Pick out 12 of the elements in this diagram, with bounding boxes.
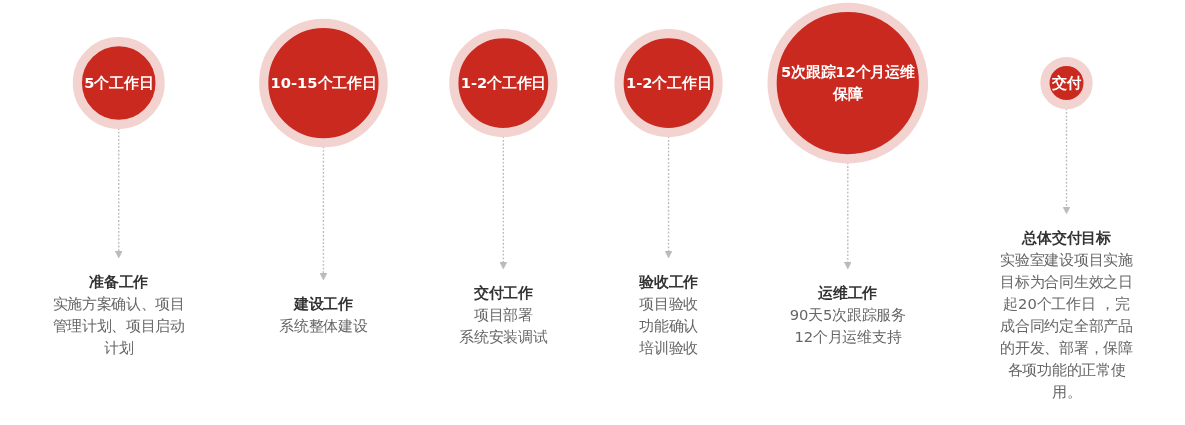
node-text: 准备工作 实施方案确认、项目管理计划、项目启动计划 bbox=[52, 273, 185, 358]
node-circle: 1-2个工作日 bbox=[449, 28, 558, 138]
node-circle: 5个工作日 bbox=[72, 37, 165, 130]
node-text: 验收工作 项目验收 功能确认 培训验收 bbox=[639, 273, 698, 358]
node-circle: 5次跟踪12个月运维保障 bbox=[767, 2, 928, 164]
node-text: 建设工作 系统整体建设 bbox=[279, 295, 368, 336]
node-circle: 交付 bbox=[1040, 56, 1093, 110]
node-text: 运维工作 90天5次跟踪服务 12个月运维支持 bbox=[789, 284, 906, 347]
node-circle: 1-2个工作日 bbox=[614, 28, 723, 138]
node-text: 总体交付目标 实验室建设项目实施目标为合同生效之日起20个工作日 ，完成合同约定全部产品的开发、部署，保障各项功能的正常使用。 bbox=[1000, 229, 1133, 402]
node-circle: 10-15个工作日 bbox=[258, 18, 388, 148]
node-text: 交付工作 项目部署 系统安装调试 bbox=[459, 284, 548, 347]
